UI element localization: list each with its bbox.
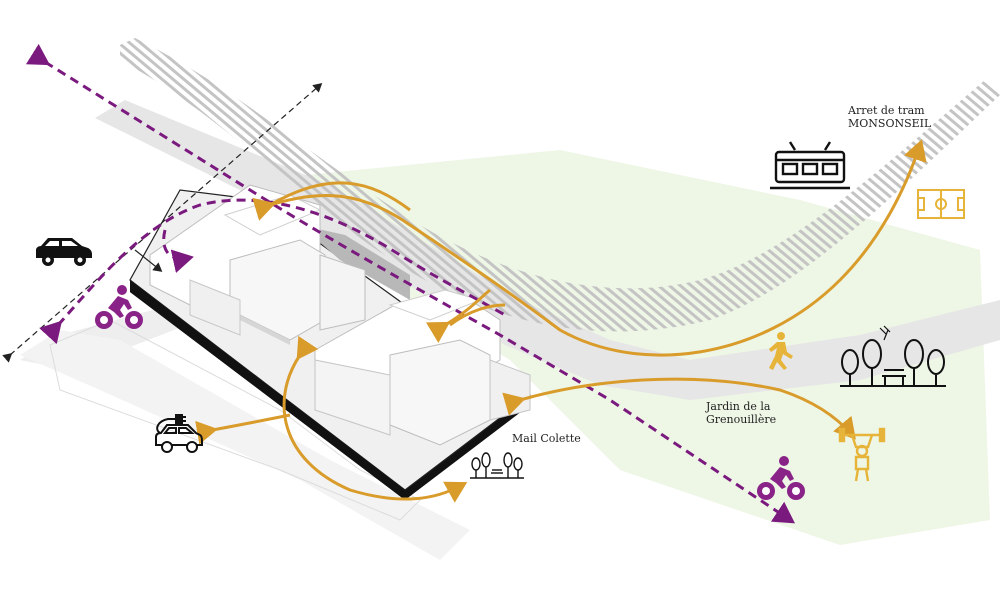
walk-to-tram xyxy=(252,139,927,357)
walk-inner xyxy=(425,288,491,344)
pedestrian-flows xyxy=(195,139,927,503)
tram-icon xyxy=(770,141,850,190)
sports-field-icon xyxy=(917,189,965,219)
cyclist-icon-garden xyxy=(757,456,805,500)
runner-icon xyxy=(769,332,793,370)
walk-tram-return xyxy=(449,303,506,327)
garden-label: Jardin de la Grenouillère xyxy=(706,400,777,426)
mall-label: Mail Colette xyxy=(512,432,581,445)
fitness-icon xyxy=(838,427,886,482)
cyclist-icon xyxy=(95,285,143,329)
walk-loop-top xyxy=(269,181,411,212)
walk-ecar xyxy=(195,413,291,445)
tram-stop-label: Arret de tram MONSONSEIL xyxy=(848,104,932,130)
park-trees-icon xyxy=(840,325,946,387)
walk-mall xyxy=(282,335,468,503)
electric-car-icon xyxy=(155,414,203,453)
walk-garden xyxy=(502,377,856,440)
cycle-route-entry xyxy=(162,229,194,273)
bench-icon xyxy=(470,452,524,479)
car-icon xyxy=(36,238,92,266)
